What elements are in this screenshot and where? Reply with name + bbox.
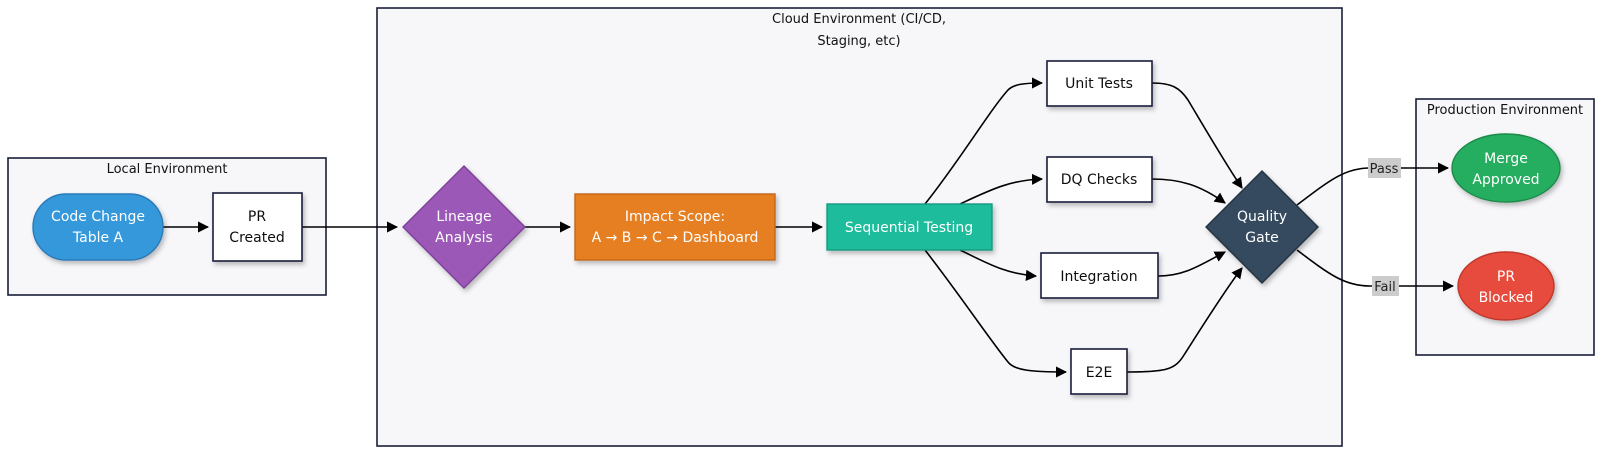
edge-integration-to-gate <box>1157 251 1226 277</box>
code-change-line1: Code Change <box>51 209 145 225</box>
pr-blocked-line2: Blocked <box>1479 290 1534 306</box>
edge-sequential-to-e2e <box>924 249 1068 378</box>
pr-created-line1: PR <box>248 209 266 225</box>
code-change-node[interactable]: Code Change Table A <box>32 193 164 261</box>
edge-sequential-to-integration <box>959 249 1038 281</box>
e2e-label: E2E <box>1086 365 1113 381</box>
code-change-line2: Table A <box>72 230 124 246</box>
merge-approved-line1: Merge <box>1484 151 1528 167</box>
edge-gate-to-blocked <box>1296 249 1455 292</box>
integration-node[interactable]: Integration <box>1040 252 1159 299</box>
cloud-environment-label-line1: Cloud Environment (CI/CD, <box>772 12 946 27</box>
integration-label: Integration <box>1060 269 1137 285</box>
lineage-analysis-line1: Lineage <box>436 209 491 225</box>
quality-gate-line1: Quality <box>1237 209 1287 225</box>
fail-edge-label: Fail <box>1372 276 1399 296</box>
lineage-analysis-line2: Analysis <box>435 230 493 246</box>
local-environment-label: Local Environment <box>107 162 228 177</box>
impact-scope-node[interactable]: Impact Scope: A → B → C → Dashboard <box>574 193 776 261</box>
impact-scope-line2: A → B → C → Dashboard <box>592 230 759 246</box>
pr-created-node[interactable]: PR Created <box>212 192 303 262</box>
sequential-testing-node[interactable]: Sequential Testing <box>826 203 993 251</box>
sequential-testing-label: Sequential Testing <box>845 220 973 236</box>
edge-e2e-to-gate <box>1126 267 1243 373</box>
cloud-environment-label-line2: Staging, etc) <box>817 34 900 49</box>
unit-tests-node[interactable]: Unit Tests <box>1046 60 1153 107</box>
edge-sequential-to-dq <box>959 173 1044 205</box>
edge-unit-to-gate <box>1151 82 1243 189</box>
e2e-node[interactable]: E2E <box>1070 348 1128 395</box>
dq-checks-node[interactable]: DQ Checks <box>1046 156 1153 203</box>
lineage-analysis-node[interactable]: Lineage Analysis <box>402 165 526 289</box>
quality-gate-line2: Gate <box>1245 230 1279 246</box>
pr-blocked-line1: PR <box>1497 269 1515 285</box>
edge-sequential-to-unit <box>924 77 1044 205</box>
merge-approved-node[interactable]: Merge Approved <box>1451 133 1561 203</box>
quality-gate-node[interactable]: Quality Gate <box>1205 170 1319 284</box>
pr-created-line2: Created <box>229 230 284 246</box>
impact-scope-line1: Impact Scope: <box>625 209 725 225</box>
edge-dq-to-gate <box>1151 178 1226 204</box>
pr-blocked-node[interactable]: PR Blocked <box>1457 251 1555 321</box>
production-environment-label: Production Environment <box>1427 103 1583 118</box>
merge-approved-line2: Approved <box>1472 172 1539 188</box>
fail-label: Fail <box>1374 280 1395 295</box>
pass-edge-label: Pass <box>1368 158 1401 178</box>
pass-label: Pass <box>1370 162 1399 177</box>
dq-checks-label: DQ Checks <box>1061 172 1138 188</box>
unit-tests-label: Unit Tests <box>1065 76 1133 92</box>
